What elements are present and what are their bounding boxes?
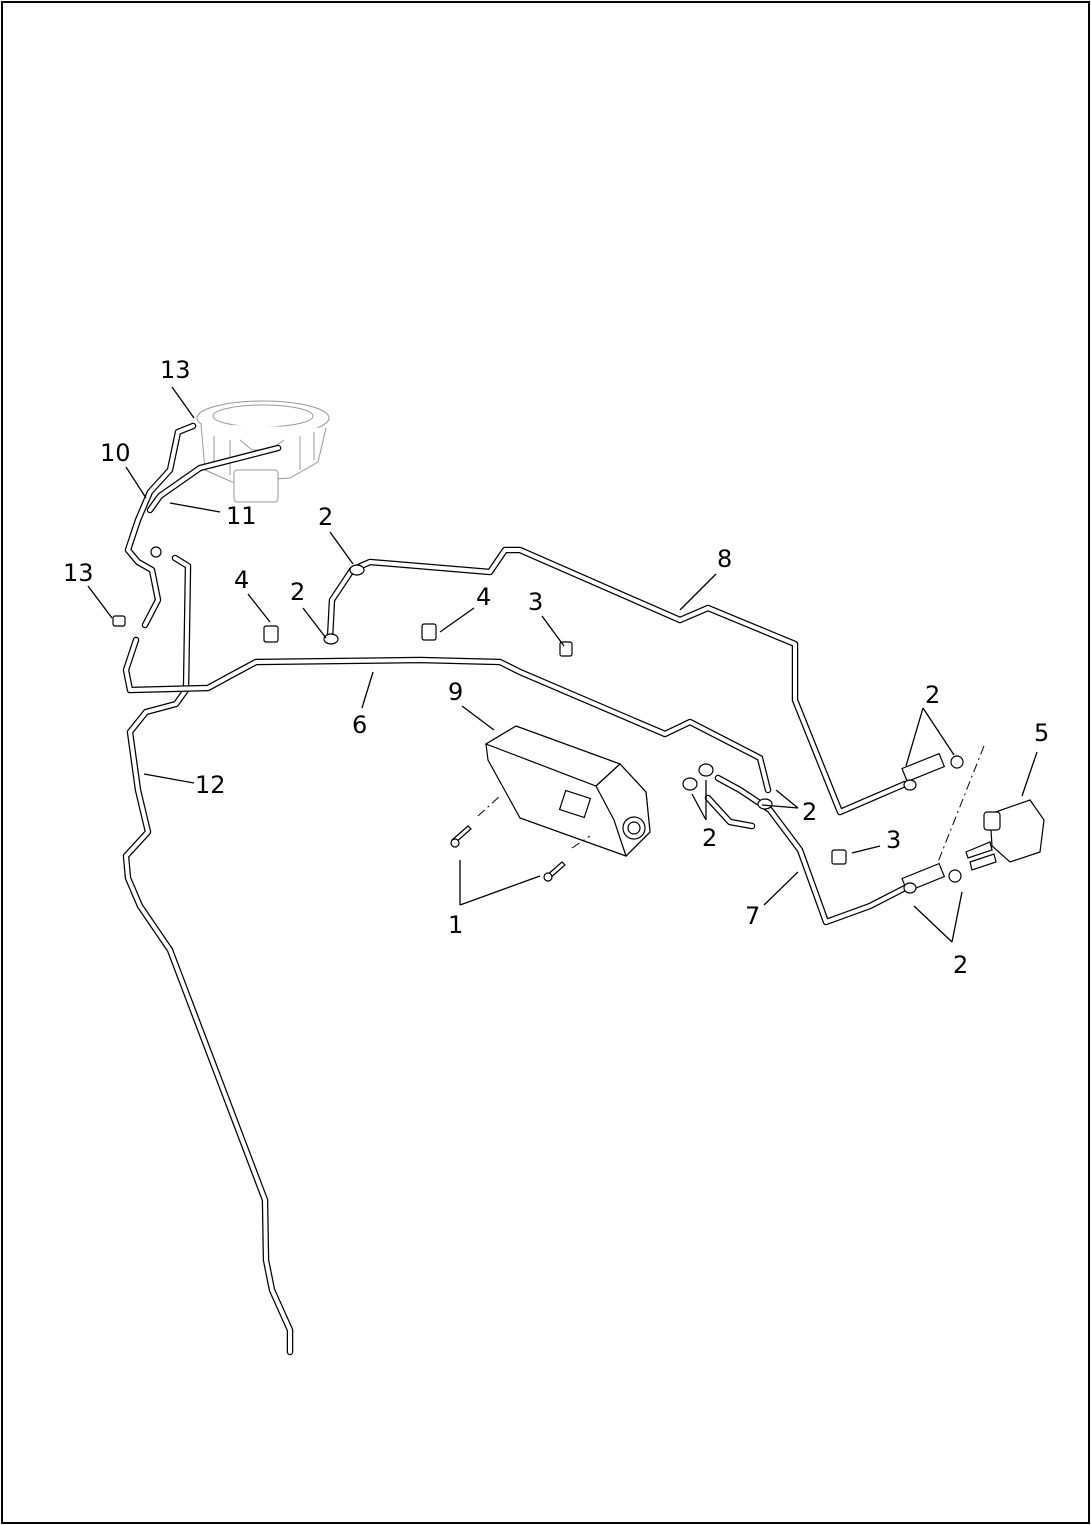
hose-11 [146, 444, 282, 514]
hose-end-fitting [901, 752, 946, 783]
callout-7: 7 [745, 902, 760, 930]
callout-12: 12 [195, 771, 226, 799]
callout-2: 2 [290, 578, 305, 606]
hose-10 [124, 422, 197, 629]
hose-6 [122, 636, 772, 794]
hose-clamp [323, 564, 964, 894]
callout-4: 4 [234, 566, 249, 594]
dash-line [937, 745, 985, 863]
callout-2: 2 [318, 503, 333, 531]
callout-8: 8 [717, 545, 732, 573]
callout-3: 3 [886, 826, 901, 854]
callout-10: 10 [100, 439, 131, 467]
callout-13: 13 [160, 356, 191, 384]
callout-2: 2 [702, 824, 717, 852]
callout-9: 9 [448, 678, 463, 706]
hose-clip [263, 623, 437, 643]
callout-3: 3 [528, 588, 543, 616]
hose-fitting [150, 546, 162, 558]
callout-5: 5 [1034, 719, 1049, 747]
hose-12 [122, 554, 294, 1356]
callout-1: 1 [448, 911, 463, 939]
small-clip [112, 615, 126, 627]
callout-6: 6 [352, 711, 367, 739]
callout-4: 4 [476, 583, 491, 611]
callout-11: 11 [226, 502, 257, 530]
dash-line [571, 835, 591, 849]
tie-clip [559, 641, 847, 865]
evap-canister [484, 725, 651, 858]
callout-2: 2 [802, 798, 817, 826]
dash-line [477, 795, 501, 817]
leader-lines [87, 386, 1038, 943]
purge-solenoid [965, 799, 1045, 871]
hose-7 [704, 774, 909, 926]
bolt [450, 825, 566, 882]
callout-2: 2 [925, 681, 940, 709]
callout-2: 2 [953, 951, 968, 979]
callout-13: 13 [63, 559, 94, 587]
